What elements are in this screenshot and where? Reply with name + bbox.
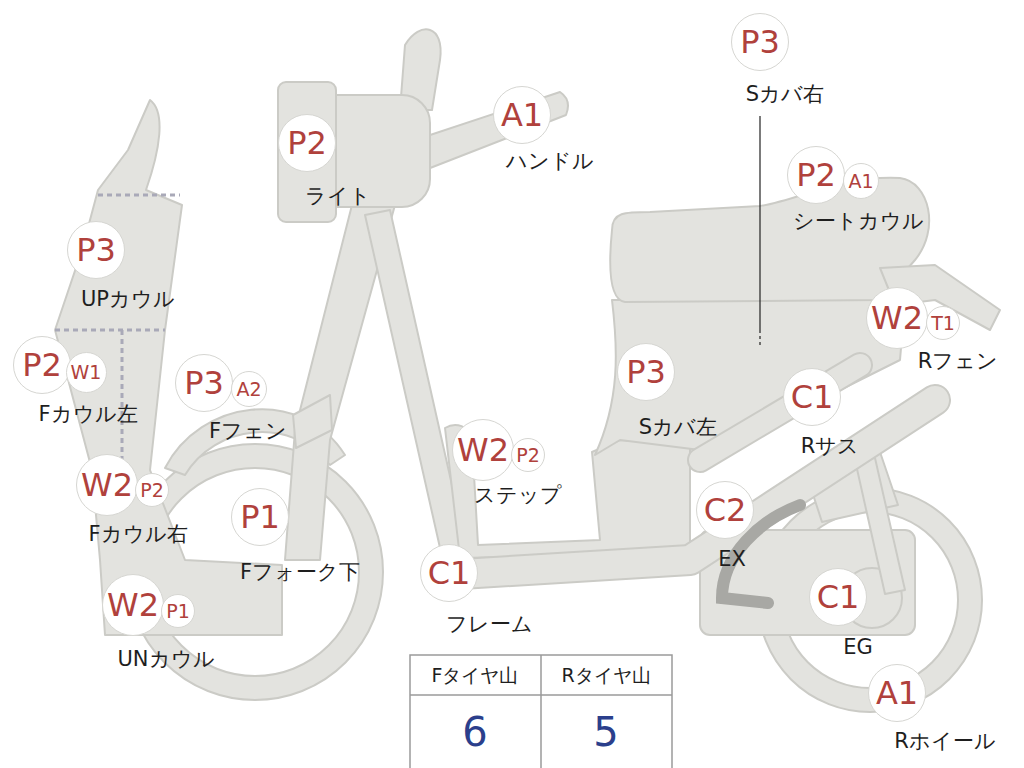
grade-code: P3	[626, 356, 666, 388]
part-name: ライト	[305, 185, 371, 208]
grade-code: P3	[184, 367, 224, 399]
rear-shock-rod	[855, 458, 905, 594]
seam-line	[98, 194, 180, 197]
seam-line	[121, 330, 124, 470]
swing-arm-outline	[700, 365, 860, 460]
table-header: Fタイヤ山	[432, 665, 519, 686]
grade-circle: A1	[493, 86, 551, 144]
grade-circle: C1	[783, 368, 841, 426]
grade-circle: T1	[926, 306, 960, 340]
part-name: EX	[718, 548, 746, 571]
grade-code: A1	[848, 172, 873, 191]
table-value: 6	[462, 710, 487, 754]
grade-circle: P3	[731, 13, 789, 71]
part-name: UPカウル	[81, 288, 175, 311]
grade-code: W2	[871, 302, 923, 334]
main-frame-outline	[445, 400, 935, 575]
grade-code: C1	[791, 381, 834, 413]
leader-line	[759, 116, 760, 330]
part-name: フレーム	[446, 613, 533, 636]
seam-line	[55, 329, 165, 332]
grade-code: C2	[704, 494, 747, 526]
part-name: EG	[843, 636, 873, 659]
fork-clamp	[293, 395, 332, 448]
grade-code: P3	[740, 26, 780, 58]
grade-code: W1	[71, 363, 102, 382]
grade-circle: A1	[843, 163, 879, 199]
grade-code: A1	[501, 99, 543, 131]
grade-code: T1	[931, 314, 955, 333]
grade-circle: C1	[420, 544, 478, 602]
grade-code: P2	[796, 159, 836, 191]
grade-circle: P2	[135, 473, 169, 507]
grade-circle: W2	[76, 454, 138, 516]
part-name: ステップ	[474, 484, 562, 507]
grade-code: A2	[236, 380, 261, 399]
grade-circle: W2	[102, 574, 164, 636]
grade-circle: P3	[175, 354, 233, 412]
swing-arm	[700, 365, 860, 460]
table-value: 5	[593, 710, 618, 754]
part-name: UNカウル	[117, 648, 214, 671]
grade-circle: A2	[231, 371, 267, 407]
grade-code: W2	[107, 589, 159, 621]
part-name: Sカバ右	[746, 83, 824, 106]
grade-code: P1	[166, 602, 190, 621]
grade-code: A1	[876, 677, 918, 709]
part-name: Rサス	[801, 435, 860, 458]
part-name: Fカウル右	[88, 523, 187, 546]
grade-circle: C1	[809, 568, 867, 626]
part-name: Fカウル左	[38, 403, 137, 426]
part-name: Rホイール	[894, 730, 996, 753]
grade-circle: C2	[696, 481, 754, 539]
table-header: Rタイヤ山	[561, 665, 650, 686]
grade-code: P2	[287, 127, 327, 159]
grade-circle: P2	[787, 146, 845, 204]
part-name: Fフェン	[209, 420, 287, 443]
part-name: ハンドル	[506, 150, 594, 173]
grade-circle: P2	[278, 114, 336, 172]
part-name: Rフェン	[918, 350, 999, 373]
grade-circle: P1	[161, 594, 195, 628]
grade-code: P2	[22, 349, 62, 381]
part-name: シートカウル	[793, 210, 924, 233]
part-name: Sカバ左	[639, 416, 717, 439]
grade-circle: W1	[66, 352, 107, 393]
part-name: Fフォーク下	[240, 561, 360, 584]
grade-code: W2	[81, 469, 133, 501]
grade-circle: W2	[866, 287, 928, 349]
leader-line	[759, 330, 760, 346]
grade-circle: P2	[13, 336, 71, 394]
table-rule	[540, 655, 542, 768]
grade-circle: P3	[617, 343, 675, 401]
grade-circle: A1	[868, 664, 926, 722]
grade-code: P2	[516, 446, 540, 465]
grade-circle: P2	[511, 438, 545, 472]
grade-code: W2	[457, 434, 509, 466]
table-frame	[410, 655, 672, 768]
table-rule	[410, 694, 672, 696]
grade-code: P1	[240, 501, 280, 533]
grade-circle: P1	[231, 488, 289, 546]
grade-code: P3	[76, 234, 116, 266]
grade-circle: W2	[452, 419, 514, 481]
grade-code: C1	[817, 581, 860, 613]
main-frame	[445, 400, 935, 575]
seat	[610, 178, 929, 302]
grade-circle: P3	[67, 221, 125, 279]
grade-code: C1	[428, 557, 471, 589]
grade-code: P2	[140, 481, 164, 500]
front-cowl	[55, 100, 282, 635]
